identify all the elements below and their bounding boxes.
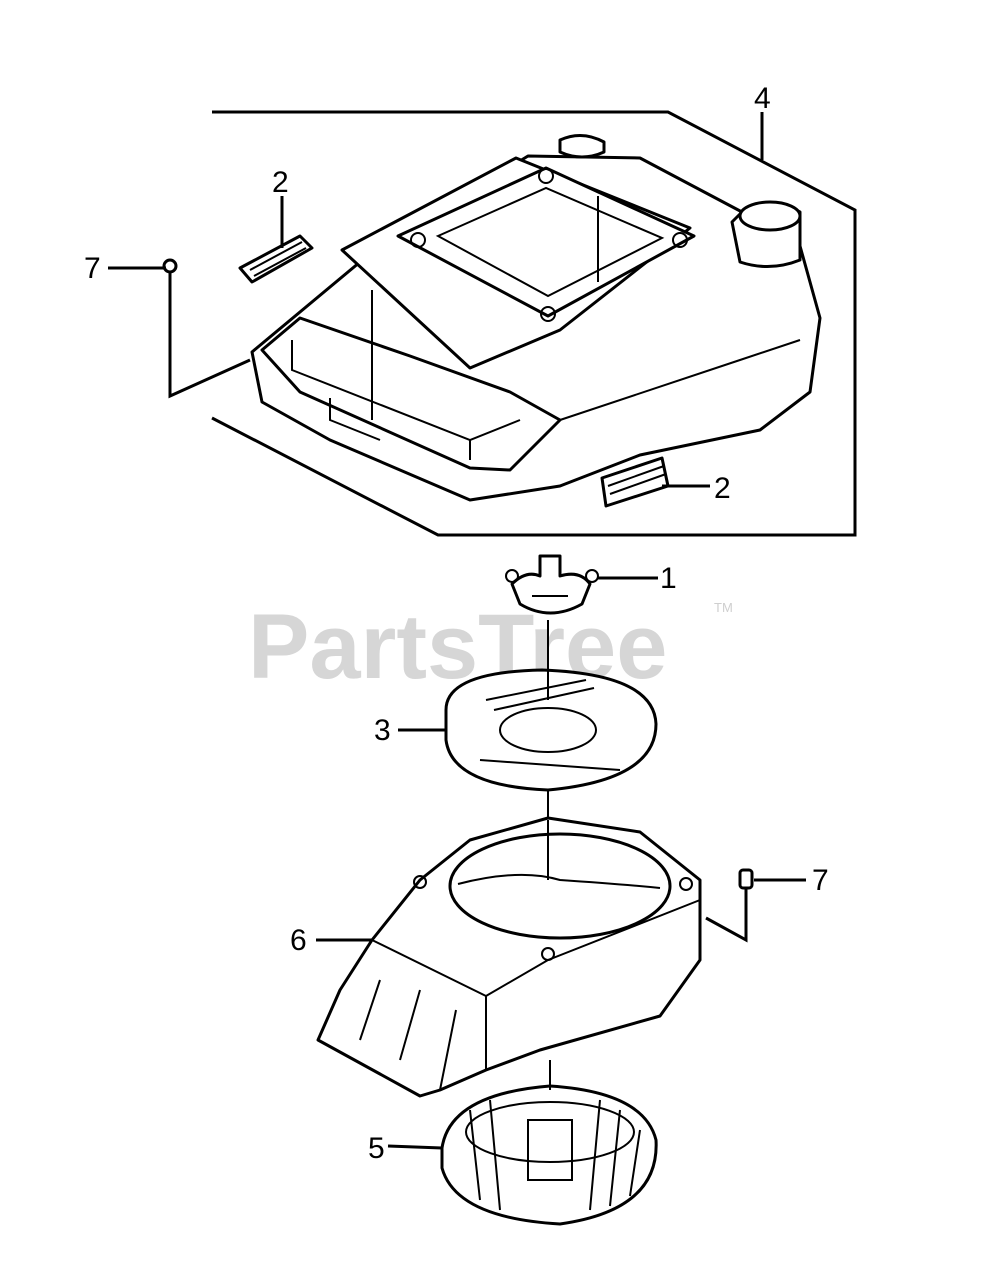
grille-part-2-upper[interactable] [238, 234, 314, 284]
callout-leaders [108, 112, 806, 1150]
callout-6: 6 [290, 924, 307, 957]
callout-2-upper: 2 [272, 166, 289, 199]
starter-pulley-part-5[interactable] [440, 1060, 658, 1226]
ratchet-part-1[interactable] [505, 554, 599, 615]
recoil-reel-part-3[interactable] [444, 620, 658, 820]
callout-3: 3 [374, 714, 391, 747]
screw-part-7-lower[interactable] [705, 868, 754, 943]
recoil-starter-housing-part-6[interactable] [316, 816, 702, 1098]
callout-1: 1 [660, 562, 677, 595]
callout-7-lower: 7 [812, 864, 829, 897]
screw-part-7-upper[interactable] [162, 258, 251, 399]
assembly-outline-box [211, 110, 857, 537]
callout-5: 5 [368, 1132, 385, 1165]
callout-7-upper: 7 [84, 252, 101, 285]
callout-2-lower: 2 [714, 472, 731, 505]
callout-4: 4 [754, 82, 771, 115]
blower-housing-part-4[interactable] [250, 134, 822, 502]
watermark-trademark: TM [714, 600, 733, 615]
